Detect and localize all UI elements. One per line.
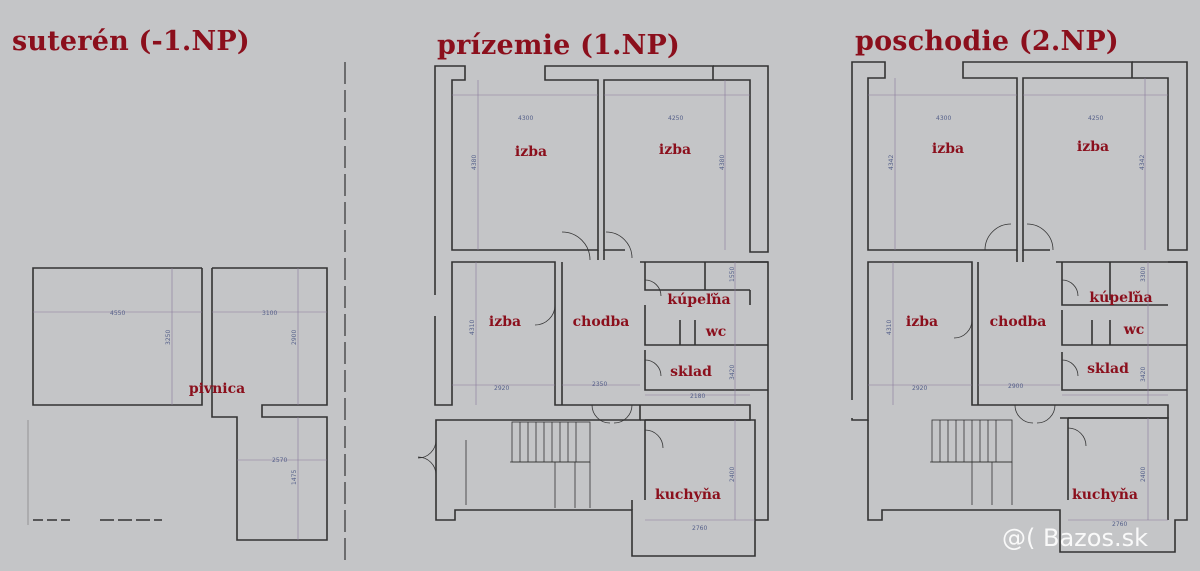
dimension-label: 2760 [692, 525, 707, 532]
dimension-label: 4342 [1139, 155, 1146, 170]
dimension-label: 3420 [729, 365, 736, 380]
room-label-izba: izba [1076, 139, 1110, 155]
dimension-label: 4310 [469, 320, 476, 335]
dimension-label: 1550 [729, 267, 736, 282]
dimension-label: 4310 [886, 320, 893, 335]
dimension-label: 4250 [1088, 115, 1103, 122]
room-label-wc: wc [705, 324, 727, 340]
room-label-izba: izba [658, 142, 692, 158]
room-label-kuchyna: kuchyňa [655, 487, 721, 503]
bazos-watermark: @( Bazos.sk [1002, 524, 1148, 552]
dimension-label: 4380 [471, 155, 478, 170]
room-label-sklad: sklad [1087, 361, 1129, 377]
dimension-label: 2900 [291, 330, 298, 345]
basement-title: suterén (-1.NP) [12, 26, 250, 57]
room-label-izba: izba [488, 314, 522, 330]
dimension-label: 4300 [936, 115, 951, 122]
ground-floor-plan [417, 65, 769, 557]
room-label-izba: izba [514, 144, 548, 160]
room-label-kupelna: kúpeľňa [1089, 290, 1153, 306]
dimension-label: 4550 [110, 310, 125, 317]
room-label-chodba: chodba [572, 314, 630, 330]
dimension-label: 2920 [494, 385, 509, 392]
dimension-label: 2570 [272, 457, 287, 464]
first-floor-title: poschodie (2.NP) [855, 26, 1119, 57]
room-label-kuchyna: kuchyňa [1072, 487, 1138, 503]
first-floor-plan [851, 61, 1188, 553]
dimension-label: 1475 [291, 470, 298, 485]
room-label-wc: wc [1123, 322, 1145, 338]
dimension-label: 2180 [690, 393, 705, 400]
room-label-izba: izba [905, 314, 939, 330]
dimension-labels: 4550 3100 3250 2900 2570 1475 4300 4250 … [110, 115, 1147, 532]
room-label-pivnica: pivnica [188, 381, 246, 397]
room-label-chodba: chodba [989, 314, 1047, 330]
basement-plan [27, 62, 346, 560]
dimension-label: 4300 [518, 115, 533, 122]
dimension-label: 2400 [729, 467, 736, 482]
room-label-sklad: sklad [670, 364, 712, 380]
dimension-label: 3100 [262, 310, 277, 317]
dimension-label: 3300 [1140, 267, 1147, 282]
room-label-kupelna: kúpeľňa [667, 292, 731, 308]
dimension-label: 2920 [912, 385, 927, 392]
room-label-izba: izba [931, 141, 965, 157]
dimension-label: 4342 [888, 155, 895, 170]
dimension-label: 2400 [1140, 467, 1147, 482]
dimension-label: 4380 [719, 155, 726, 170]
ground-floor-title: prízemie (1.NP) [437, 30, 680, 61]
dimension-label: 2900 [1008, 383, 1023, 390]
dimension-label: 2350 [592, 381, 607, 388]
dimension-label: 3420 [1140, 367, 1147, 382]
dimension-label: 3250 [165, 330, 172, 345]
dimension-label: 2760 [1112, 521, 1127, 528]
dimension-label: 4250 [668, 115, 683, 122]
